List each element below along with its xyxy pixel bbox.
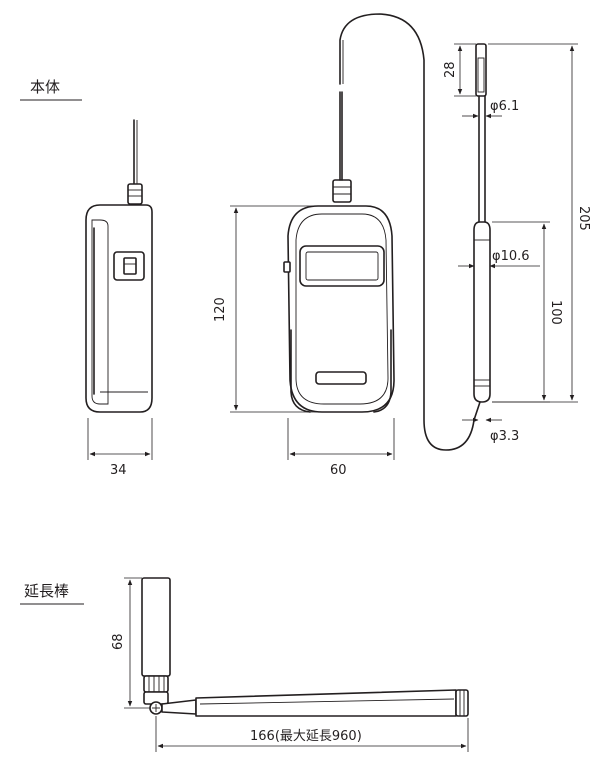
dimension-label-probe-handle-length: 100: [548, 300, 563, 325]
dimension-rod-length: 166(最大延長960): [155, 716, 469, 752]
dimension-side-width: 34: [87, 418, 153, 478]
cable: [339, 13, 483, 451]
dimension-label-probe-total-length: 205: [576, 206, 591, 231]
dimension-label-probe-tip-length: 28: [443, 61, 458, 78]
body-title-text: 本体: [30, 78, 60, 96]
dimension-label-cable-diameter: φ3.3: [490, 429, 519, 444]
dimension-probe-tip-length: 28: [443, 43, 476, 97]
device-side-view: [85, 119, 153, 413]
probe: [473, 43, 491, 403]
dimension-label-rod-length: 166(最大延長960): [250, 729, 362, 744]
dimension-label-rod-height: 68: [111, 633, 126, 650]
dimension-probe-total-length: 205: [488, 43, 591, 403]
dimension-label-front-width: 60: [330, 463, 347, 478]
section-title-rod: 延長棒: [20, 582, 84, 605]
extension-rod: [141, 577, 469, 717]
dimension-probe-tip-diameter: φ6.1: [462, 99, 519, 119]
dimension-label-front-height: 120: [213, 297, 228, 322]
dimension-front-height: 120: [213, 205, 318, 413]
dimension-rod-height: 68: [111, 577, 150, 709]
section-title-body: 本体: [20, 78, 82, 101]
dimension-label-probe-handle-diameter: φ10.6: [492, 249, 530, 264]
dimension-label-side-width: 34: [110, 463, 127, 478]
dimension-cable-diameter: φ3.3: [462, 417, 519, 444]
device-front-view: [283, 179, 395, 413]
rod-title-text: 延長棒: [24, 582, 69, 600]
dimension-label-probe-tip-diameter: φ6.1: [490, 99, 519, 114]
dimension-probe-handle-diameter: φ10.6: [458, 249, 540, 269]
dimension-front-width: 60: [287, 418, 395, 478]
